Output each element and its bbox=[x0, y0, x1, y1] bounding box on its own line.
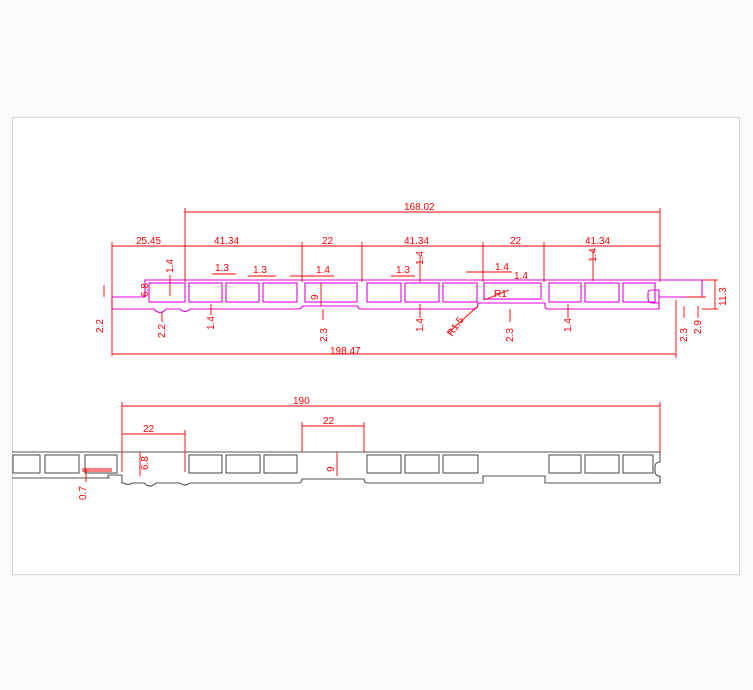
cell bbox=[366, 454, 402, 474]
dim-6-8: 6.8 bbox=[140, 283, 151, 297]
cell bbox=[404, 454, 440, 474]
cell bbox=[44, 454, 80, 474]
cell bbox=[442, 454, 479, 474]
dim-22-b: 22 bbox=[510, 236, 522, 247]
dim-198-47: 198.47 bbox=[330, 346, 361, 357]
dim-9: 9 bbox=[310, 294, 321, 300]
dim-25-45: 25.45 bbox=[136, 236, 161, 247]
top-profile-cells bbox=[148, 282, 656, 303]
dim-1-4-i: 1.4 bbox=[563, 318, 574, 332]
dim-1-4-g: 1.4 bbox=[514, 271, 528, 282]
cell bbox=[622, 454, 654, 474]
dim-41-34-b: 41.34 bbox=[404, 236, 429, 247]
dim-2-2-b: 2.2 bbox=[157, 324, 168, 338]
dim-1-3-b: 1.3 bbox=[253, 265, 267, 276]
cell bbox=[263, 454, 298, 474]
dim-41-34-a: 41.34 bbox=[214, 236, 239, 247]
dim-1-4-a: 1.4 bbox=[165, 259, 176, 273]
dim-2-2-left: 2.2 bbox=[95, 319, 106, 333]
bottom-dimensions: 190 22 22 6.8 9 0.7 bbox=[78, 396, 661, 500]
dim-2-9: 2.9 bbox=[693, 320, 704, 334]
dim-1-4-h: 1.4 bbox=[588, 248, 599, 262]
top-profile-outline bbox=[111, 279, 703, 314]
dim-2-3-b: 2.3 bbox=[505, 328, 516, 342]
dim-2-3-a: 2.3 bbox=[319, 328, 330, 342]
cell bbox=[188, 454, 223, 474]
dim-9-bottom: 9 bbox=[326, 466, 337, 472]
dim-1-4-c: 1.4 bbox=[316, 265, 330, 276]
cell bbox=[548, 282, 582, 303]
bottom-profile-cells bbox=[12, 454, 654, 474]
dim-11-3: 11.3 bbox=[718, 287, 729, 306]
top-profile bbox=[111, 279, 703, 314]
channel bbox=[483, 282, 542, 300]
cell bbox=[225, 282, 260, 303]
dim-6-8-bottom: 6.8 bbox=[140, 456, 151, 470]
cell bbox=[442, 282, 478, 303]
dim-r1: R1 bbox=[494, 289, 507, 300]
cell bbox=[188, 282, 223, 303]
cell bbox=[84, 454, 118, 474]
dim-190: 190 bbox=[293, 396, 310, 407]
cell bbox=[548, 454, 582, 474]
drawing-sheet bbox=[12, 117, 740, 575]
cell bbox=[584, 454, 620, 474]
dim-1-4-e: 1.4 bbox=[415, 318, 426, 332]
dim-1-4-b: 1.4 bbox=[206, 316, 217, 330]
channel bbox=[304, 282, 358, 303]
cell bbox=[366, 282, 402, 303]
dim-22-left: 22 bbox=[143, 424, 155, 435]
dim-1-3-a: 1.3 bbox=[215, 263, 229, 274]
cell bbox=[12, 454, 41, 474]
cell bbox=[584, 282, 620, 303]
dim-41-34-c: 41.34 bbox=[585, 236, 610, 247]
cell bbox=[404, 282, 440, 303]
cell bbox=[148, 282, 186, 303]
dim-22-mid: 22 bbox=[323, 416, 335, 427]
bottom-profile bbox=[12, 451, 661, 487]
bottom-profile-outline bbox=[12, 451, 661, 487]
dim-0-7: 0.7 bbox=[78, 486, 89, 500]
cell bbox=[262, 282, 298, 303]
dim-1-4-f: 1.4 bbox=[495, 262, 509, 273]
dim-2-3-c: 2.3 bbox=[679, 328, 690, 342]
cell bbox=[622, 282, 656, 303]
dim-22-a: 22 bbox=[322, 236, 334, 247]
cell bbox=[225, 454, 261, 474]
dim-168-02: 168.02 bbox=[404, 202, 435, 213]
dim-1-3-c: 1.3 bbox=[396, 265, 410, 276]
dim-1-4-d: 1.4 bbox=[415, 251, 426, 265]
